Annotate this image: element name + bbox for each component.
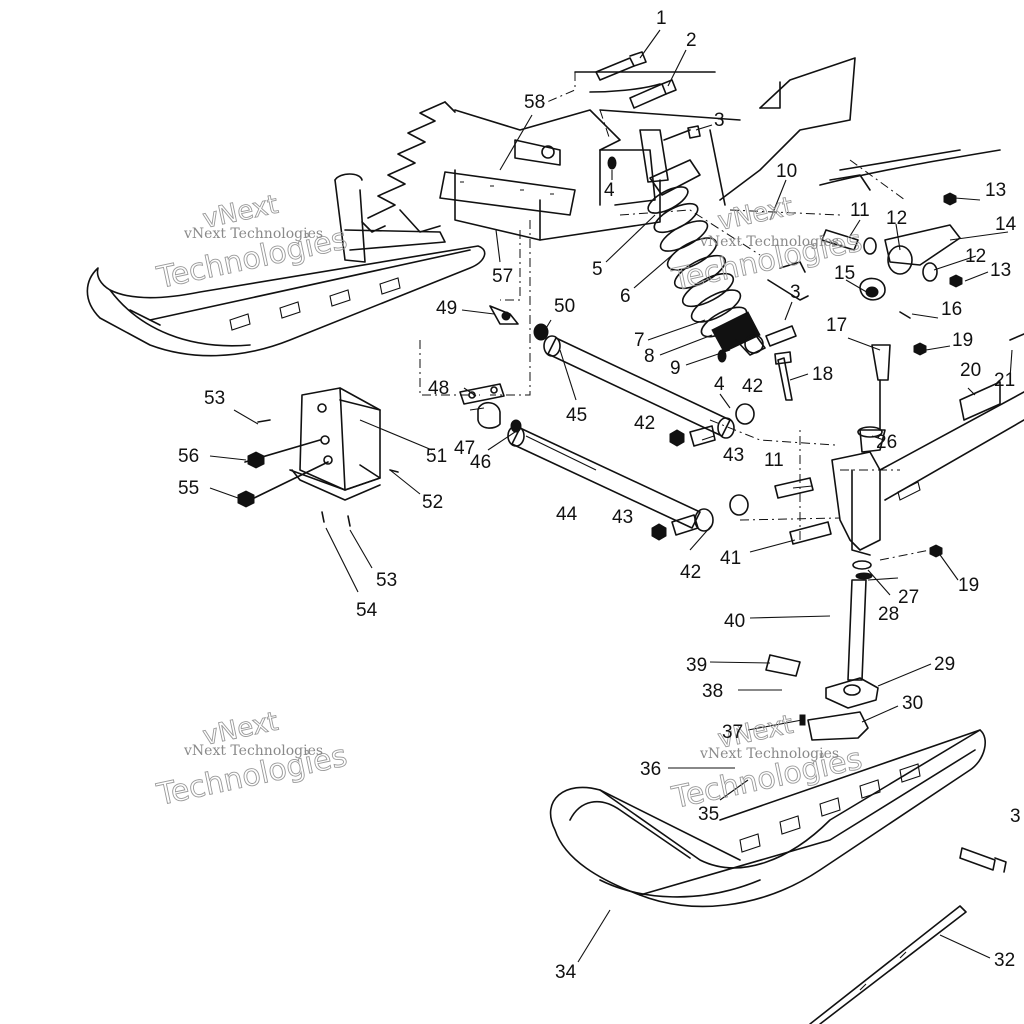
part-label-11: 11 bbox=[850, 200, 870, 221]
part-label-5: 5 bbox=[592, 259, 603, 280]
part-label-58: 58 bbox=[524, 92, 545, 113]
part-label-55: 55 bbox=[178, 478, 199, 499]
part-label-40: 40 bbox=[724, 611, 745, 632]
part-label-19: 19 bbox=[952, 330, 973, 351]
part-label-29: 29 bbox=[934, 654, 955, 675]
part-label-28: 28 bbox=[878, 604, 899, 625]
part-label-44: 44 bbox=[556, 504, 578, 525]
part-label-26: 26 bbox=[876, 432, 897, 453]
part-label-19b: 19 bbox=[958, 575, 979, 596]
part-label-32: 32 bbox=[994, 950, 1015, 971]
part-label-41: 41 bbox=[720, 548, 741, 569]
part-label-4b: 4 bbox=[714, 374, 725, 395]
part-label-52: 52 bbox=[422, 492, 443, 513]
part-label-57: 57 bbox=[492, 266, 513, 287]
front-shock-absorber bbox=[639, 129, 766, 356]
part-label-42: 42 bbox=[742, 376, 763, 397]
part-label-15: 15 bbox=[834, 263, 855, 284]
spindle-assembly bbox=[765, 333, 1024, 741]
part-label-12: 12 bbox=[886, 208, 907, 229]
watermark-small: vNext Technologies bbox=[183, 226, 323, 242]
front-ski-assembly bbox=[549, 391, 1024, 1024]
part-label-3c: 3 bbox=[1010, 806, 1021, 827]
watermark-small: vNext Technologies bbox=[699, 234, 839, 250]
watermark-small: vNext Technologies bbox=[183, 743, 323, 759]
part-label-42b: 42 bbox=[634, 413, 655, 434]
part-label-13: 13 bbox=[985, 180, 1006, 201]
part-label-53b: 53 bbox=[376, 570, 397, 591]
part-label-20: 20 bbox=[960, 360, 981, 381]
part-label-49: 49 bbox=[436, 298, 457, 319]
part-number-labels: 1 2 3 58 4 10 11 12 13 14 12 13 15 16 17… bbox=[178, 8, 1021, 983]
part-label-48: 48 bbox=[428, 378, 449, 399]
part-label-38: 38 bbox=[702, 681, 723, 702]
part-label-4: 4 bbox=[604, 180, 615, 201]
watermark-bottom-right: vNext Technologies vNext Technologies bbox=[668, 709, 866, 816]
part-label-45: 45 bbox=[566, 405, 587, 426]
part-label-42c: 42 bbox=[680, 562, 701, 583]
part-label-16: 16 bbox=[941, 299, 962, 320]
part-label-2: 2 bbox=[686, 30, 697, 51]
part-label-14: 14 bbox=[995, 214, 1017, 235]
part-label-12b: 12 bbox=[965, 246, 986, 267]
part-label-35: 35 bbox=[698, 804, 719, 825]
part-label-56: 56 bbox=[178, 446, 199, 467]
part-label-8: 8 bbox=[644, 346, 655, 367]
part-label-27: 27 bbox=[898, 587, 919, 608]
part-label-30: 30 bbox=[902, 693, 923, 714]
part-label-13b: 13 bbox=[990, 260, 1011, 281]
part-label-54: 54 bbox=[356, 600, 378, 621]
part-label-43: 43 bbox=[723, 445, 744, 466]
watermark-small: vNext Technologies bbox=[699, 746, 839, 762]
upper-pivot-group bbox=[767, 174, 963, 319]
part-label-9: 9 bbox=[670, 358, 681, 379]
shock-spring-coils bbox=[647, 186, 748, 338]
part-label-36: 36 bbox=[640, 759, 661, 780]
part-label-47: 47 bbox=[454, 438, 475, 459]
tie-rods bbox=[507, 323, 755, 541]
watermark-line1: vNext bbox=[715, 192, 796, 237]
part-label-3: 3 bbox=[714, 110, 725, 131]
part-label-46: 46 bbox=[470, 452, 491, 473]
part-label-18: 18 bbox=[812, 364, 833, 385]
part-label-21: 21 bbox=[994, 370, 1015, 391]
watermark-top-left: vNext Technologies vNext Technologies bbox=[153, 189, 351, 296]
frame-bulkhead bbox=[419, 57, 1001, 561]
part-label-17: 17 bbox=[826, 315, 847, 336]
part-label-3b: 3 bbox=[790, 282, 801, 303]
part-label-50: 50 bbox=[554, 296, 575, 317]
part-label-10: 10 bbox=[776, 161, 797, 182]
part-label-7: 7 bbox=[634, 330, 645, 351]
part-label-6: 6 bbox=[620, 286, 631, 307]
part-label-37: 37 bbox=[722, 722, 743, 743]
left-ski-assembly bbox=[86, 101, 486, 357]
part-label-34: 34 bbox=[555, 962, 577, 983]
steering-bracket bbox=[237, 305, 519, 527]
part-label-53: 53 bbox=[204, 388, 225, 409]
part-label-11b: 11 bbox=[764, 450, 784, 471]
watermark-bottom-left: vNext Technologies vNext Technologies bbox=[153, 706, 351, 813]
part-label-43b: 43 bbox=[612, 507, 633, 528]
leader-lines bbox=[209, 29, 1013, 963]
part-label-39: 39 bbox=[686, 655, 707, 676]
part-label-1: 1 bbox=[656, 8, 667, 29]
part-label-51: 51 bbox=[426, 446, 447, 467]
